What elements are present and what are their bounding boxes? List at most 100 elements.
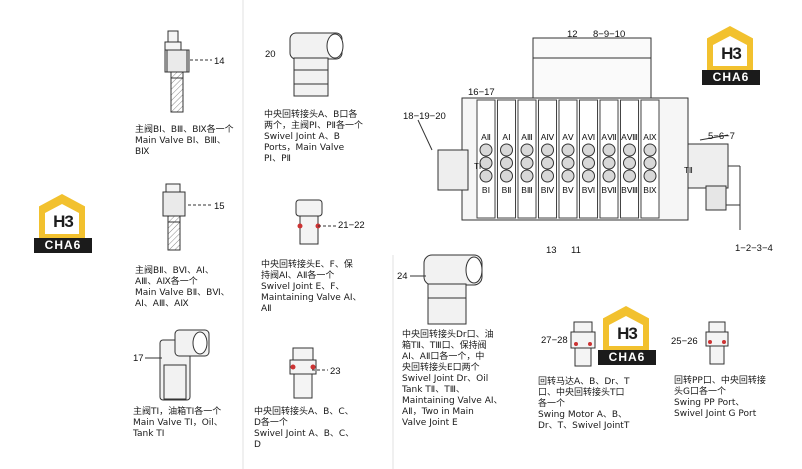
port-b-label: BⅤ (562, 185, 575, 195)
caption-27-28-en: Swing Motor A、B、 Dr、T、Swivel JointT (538, 410, 630, 431)
port-a-label: AⅣ (541, 132, 556, 142)
spool-cap (623, 156, 636, 170)
caption-15: 主阀BⅡ、BⅥ、AⅠ、 AⅢ、AⅨ各一个 Main Valve BⅡ、BⅥ、 A… (135, 266, 243, 310)
caption-20-zh: 中央回转接头A、B口各 两个，主阀PⅠ、PⅡ各一个 (264, 110, 363, 131)
port-a-label: AⅧ (621, 132, 638, 142)
elbow-17-drawing (145, 329, 210, 401)
part-number-21-22: 21−22 (338, 220, 365, 231)
brand-logo: H3 CHA6 (34, 194, 94, 256)
caption-24: 中央回转接头Dr口、油 箱TⅡ、TⅢ口、保持阀 AⅠ、AⅡ口各一个，中 央回转接… (402, 330, 528, 429)
caption-23: 中央回转接头A、B、C、 D各一个 Swivel Joint A、B、C、 D (254, 407, 382, 451)
port-b-label: BⅣ (541, 185, 556, 195)
spool-cap (479, 143, 493, 157)
spool-cap (561, 169, 575, 183)
valve-callout-8-9-10: 8−9−10 (593, 29, 626, 40)
spool-cap (643, 156, 657, 170)
spool-cap (602, 156, 616, 170)
spool-cap (479, 156, 493, 170)
caption-17-zh: 主阀TⅠ，油箱TⅠ各一个 (133, 407, 222, 417)
brand-logo: H3 CHA6 (702, 26, 762, 88)
caption-14-zh: 主阀BⅠ、BⅢ、BⅨ各一个 (135, 125, 234, 135)
caption-15-zh: 主阀BⅡ、BⅥ、AⅠ、 AⅢ、AⅨ各一个 (135, 266, 214, 287)
valve-callout-11: 11 (571, 245, 581, 256)
fitting-23-drawing (289, 347, 328, 399)
caption-14: 主阀BⅠ、BⅢ、BⅨ各一个 Main Valve BⅠ、BⅢ、 BⅨ (135, 125, 243, 158)
spool-cap (500, 156, 513, 170)
caption-24-zh: 中央回转接头Dr口、油 箱TⅡ、TⅢ口、保持阀 AⅠ、AⅡ口各一个，中 央回转接… (402, 330, 494, 373)
port-a-label: AⅡ (481, 132, 491, 142)
spool-cap (582, 169, 595, 183)
port-b-label: BⅥ (582, 185, 596, 195)
caption-14-en: Main Valve BⅠ、BⅢ、 BⅨ (135, 136, 226, 157)
port-b-label: BⅡ (502, 185, 512, 195)
spool-cap (643, 143, 657, 157)
part-number-24: 24 (397, 271, 408, 282)
caption-21-22-en: Swivel Joint E、F、 Maintaining Valve AⅠ、 … (261, 282, 362, 314)
port-b-label: BⅠ (482, 185, 490, 195)
port-b-label: BⅦ (601, 185, 617, 195)
fitting-21-22-drawing (295, 199, 338, 245)
port-a-label: AⅥ (582, 132, 596, 142)
spool-cap (500, 143, 513, 157)
caption-15-en: Main Valve BⅡ、BⅥ、 AⅠ、AⅢ、AⅨ (135, 288, 230, 309)
brand-logo: H3 CHA6 (598, 306, 658, 368)
caption-25-26-en: Swing PP Port、 Swivel Joint G Port (674, 398, 757, 419)
part-number-20: 20 (265, 49, 276, 60)
port-b-label: BⅢ (521, 185, 533, 195)
part-number-27-28: 27−28 (541, 335, 568, 346)
spool-cap (643, 169, 657, 183)
part-number-25-26: 25−26 (671, 336, 698, 347)
caption-27-28-zh: 回转马达A、B、Dr、T 口、中央回转接头T口 各一个 (538, 377, 630, 409)
spool-cap (541, 156, 554, 170)
caption-24-en: Swivel Joint Dr、Oil Tank TⅡ、TⅢ、 Maintain… (402, 374, 503, 428)
logo-mark: H3 (53, 212, 74, 231)
valve-callout-12: 12 (567, 29, 578, 40)
elbow-24-drawing (410, 254, 483, 325)
valve-callout-5-6-7: 5−6−7 (708, 131, 735, 142)
caption-17: 主阀TⅠ，油箱TⅠ各一个 Main Valve TⅠ，Oil、 Tank TⅠ (133, 407, 241, 440)
spool-cap (520, 156, 534, 170)
spool-cap (561, 156, 575, 170)
logo-text: CHA6 (598, 350, 656, 365)
spool-cap (541, 143, 554, 157)
valve-callout-18-19-20: 18−19−20 (403, 111, 446, 122)
valve-callout-16-17: 16−17 (468, 87, 495, 98)
part-number-23: 23 (330, 366, 341, 377)
port-a-label: AⅢ (521, 132, 533, 142)
caption-20: 中央回转接头A、B口各 两个，主阀PⅠ、PⅡ各一个 Swivel Joint A… (264, 110, 382, 165)
caption-21-22: 中央回转接头E、F、保 持阀AⅠ、AⅡ各一个 Swivel Joint E、F、… (261, 260, 389, 315)
spool-cap (520, 169, 534, 183)
caption-23-zh: 中央回转接头A、B、C、 D各一个 (254, 407, 354, 428)
caption-17-en: Main Valve TⅠ，Oil、 Tank TⅠ (133, 418, 223, 439)
logo-mark: H3 (721, 44, 742, 63)
part-number-17: 17 (133, 353, 144, 364)
caption-27-28: 回转马达A、B、Dr、T 口、中央回转接头T口 各一个 Swing Motor … (538, 377, 664, 432)
port-a-label: AⅦ (601, 132, 617, 142)
logo-mark: H3 (617, 324, 638, 343)
caption-25-26: 回转PP口、中央回转接 头G口各一个 Swing PP Port、 Swivel… (674, 376, 798, 420)
spool-cap (561, 143, 575, 157)
part-number-15: 15 (214, 201, 225, 212)
logo-text: CHA6 (702, 70, 760, 85)
fitting-27-28-drawing (570, 321, 596, 367)
caption-21-22-zh: 中央回转接头E、F、保 持阀AⅠ、AⅡ各一个 (261, 260, 353, 281)
elbow-20-drawing (289, 32, 344, 97)
fitting-25-26-drawing (705, 321, 729, 365)
valve-callout-1-2-3-4: 1−2−3−4 (735, 243, 773, 254)
logo-text: CHA6 (34, 238, 92, 253)
caption-25-26-zh: 回转PP口、中央回转接 头G口各一个 (674, 376, 766, 397)
spool-cap (582, 143, 595, 157)
valve-port-t2: TⅡ (684, 166, 693, 175)
port-b-label: BⅧ (621, 185, 638, 195)
spool-cap (541, 169, 554, 183)
caption-23-en: Swivel Joint A、B、C、 D (254, 429, 355, 450)
spool-cap (520, 143, 534, 157)
port-b-label: BⅨ (643, 185, 657, 195)
fitting-15-drawing (162, 183, 212, 251)
spool-cap (602, 143, 616, 157)
port-a-label: AⅨ (643, 132, 657, 142)
valve-port-t1: TⅠ (474, 162, 482, 171)
spool-cap (623, 143, 636, 157)
spool-cap (500, 169, 513, 183)
